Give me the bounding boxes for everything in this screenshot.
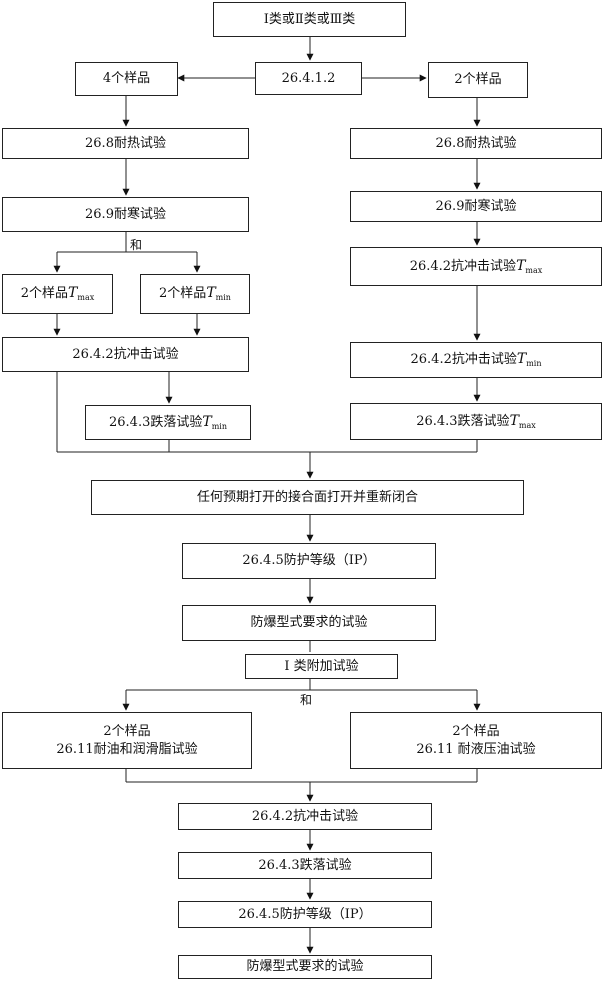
top-box: Ⅰ类或Ⅱ类或Ⅲ类 — [213, 2, 406, 37]
left-drop-test-tmin-box: 26.4.3跌落试验Tmin — [85, 405, 251, 440]
left-drop-test-tmin-label: 26.4.3跌落试验Tmin — [109, 413, 227, 431]
reopen-joints-box: 任何预期打开的接合面打开并重新闭合 — [91, 480, 524, 515]
explosion-test-box-2: 防爆型式要求的试验 — [178, 955, 432, 979]
right-impact-test-tmax-box: 26.4.2抗冲击试验Tmax — [350, 247, 602, 286]
oil-grease-samples-label: 2个样品 — [103, 723, 151, 739]
left-impact-test-box: 26.4.2抗冲击试验 — [2, 337, 249, 372]
right-heat-test-box: 26.8耐热试验 — [350, 128, 602, 159]
oil-grease-test-box: 2个样品 26.11耐油和润滑脂试验 — [2, 712, 252, 769]
drop-test-label-2: 26.4.3跌落试验 — [258, 857, 352, 873]
class1-extra-box: Ⅰ 类附加试验 — [245, 654, 398, 679]
class1-extra-label: Ⅰ 类附加试验 — [284, 658, 359, 674]
top-label: Ⅰ类或Ⅱ类或Ⅲ类 — [263, 11, 356, 27]
impact-test-label-2: 26.4.2抗冲击试验 — [251, 808, 359, 824]
explosion-test-box-1: 防爆型式要求的试验 — [182, 605, 436, 641]
ip-test-label-2: 26.4.5防护等级（IP） — [238, 906, 372, 922]
left-samples-box: 4个样品 — [75, 62, 178, 96]
left-impact-test-label: 26.4.2抗冲击试验 — [72, 346, 179, 362]
hydraulic-oil-test-label: 26.11 耐液压油试验 — [416, 741, 536, 757]
right-impact-test-tmin-label: 26.4.2抗冲击试验Tmin — [410, 351, 542, 369]
right-samples-label: 2个样品 — [454, 72, 502, 88]
left-heat-test-box: 26.8耐热试验 — [2, 128, 249, 159]
explosion-test-label-1: 防爆型式要求的试验 — [250, 615, 368, 631]
and-label-1: 和 — [130, 238, 143, 252]
reopen-joints-label: 任何预期打开的接合面打开并重新闭合 — [196, 489, 418, 505]
right-impact-test-tmin-box: 26.4.2抗冲击试验Tmin — [350, 342, 602, 378]
samples-tmax-label: 2个样品Tmax — [20, 285, 95, 303]
and-label-2: 和 — [300, 693, 313, 707]
explosion-test-label-2: 防爆型式要求的试验 — [246, 959, 364, 975]
right-samples-box: 2个样品 — [428, 62, 528, 98]
ip-test-box-1: 26.4.5防护等级（IP） — [182, 543, 436, 579]
oil-grease-test-label: 26.11耐油和润滑脂试验 — [56, 741, 198, 757]
impact-test-box-2: 26.4.2抗冲击试验 — [178, 803, 432, 830]
hydraulic-oil-samples-label: 2个样品 — [452, 723, 500, 739]
right-drop-test-tmax-label: 26.4.3跌落试验Tmax — [416, 412, 536, 430]
right-impact-test-tmax-label: 26.4.2抗冲击试验Tmax — [409, 257, 543, 275]
right-cold-test-box: 26.9耐寒试验 — [350, 191, 602, 222]
left-cold-test-label: 26.9耐寒试验 — [85, 206, 166, 222]
samples-tmin-label: 2个样品Tmin — [159, 285, 231, 303]
branch-box: 26.4.1.2 — [255, 62, 362, 95]
branch-label: 26.4.1.2 — [281, 70, 336, 86]
left-cold-test-box: 26.9耐寒试验 — [2, 197, 249, 232]
right-cold-test-label: 26.9耐寒试验 — [435, 198, 517, 214]
ip-test-label-1: 26.4.5防护等级（IP） — [242, 553, 376, 569]
right-drop-test-tmax-box: 26.4.3跌落试验Tmax — [350, 403, 602, 440]
samples-tmax-box: 2个样品Tmax — [2, 274, 113, 314]
hydraulic-oil-test-box: 2个样品 26.11 耐液压油试验 — [350, 712, 602, 769]
samples-tmin-box: 2个样品Tmin — [140, 274, 250, 314]
ip-test-box-2: 26.4.5防护等级（IP） — [178, 901, 432, 928]
right-heat-test-label: 26.8耐热试验 — [435, 135, 517, 151]
left-heat-test-label: 26.8耐热试验 — [85, 135, 166, 151]
left-samples-label: 4个样品 — [102, 71, 151, 87]
drop-test-box-2: 26.4.3跌落试验 — [178, 852, 432, 879]
